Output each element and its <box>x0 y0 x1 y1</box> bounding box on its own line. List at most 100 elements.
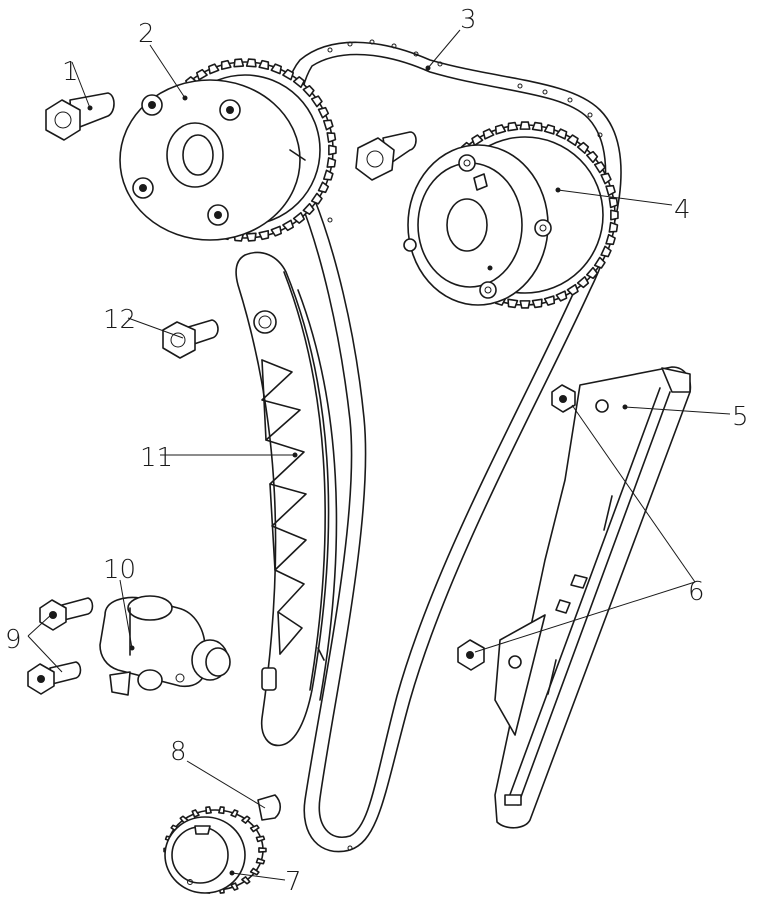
chain-tensioner <box>99 595 231 696</box>
chain-pin <box>597 132 603 138</box>
chain-pin <box>567 97 573 103</box>
sprocket-tooth <box>208 63 220 75</box>
sprocket-tooth <box>292 76 305 89</box>
sprocket-tooth <box>576 276 590 289</box>
callout-8: 8 <box>170 737 187 767</box>
tensioner-rail <box>494 366 692 829</box>
callout-12: 12 <box>103 305 136 335</box>
sprocket-tooth <box>230 882 239 891</box>
sprocket-tooth <box>220 59 232 71</box>
rail-bolts <box>457 384 576 671</box>
sprocket-tooth <box>292 211 305 224</box>
sprocket-tooth <box>555 128 568 140</box>
bolt-12 <box>162 319 219 359</box>
sprocket-tooth <box>241 815 251 824</box>
timing-chain <box>284 39 622 853</box>
crankshaft-sprocket <box>163 806 267 894</box>
sprocket-tooth <box>543 295 556 306</box>
exhaust-camshaft-sprocket <box>403 121 619 309</box>
sprocket-tooth <box>249 867 260 876</box>
sprocket-tooth <box>600 245 612 258</box>
center-bolt <box>355 131 417 181</box>
sprocket-tooth <box>258 59 270 71</box>
sprocket-tooth <box>566 283 579 296</box>
woodruff-key <box>257 794 282 821</box>
chain-pin <box>347 41 353 47</box>
callout-4: 4 <box>674 195 691 225</box>
callout-1: 1 <box>62 57 79 87</box>
sprocket-tooth <box>531 298 543 309</box>
callout-labels: 1 2 3 4 5 6 7 8 9 10 11 12 <box>5 5 749 897</box>
chain-pin <box>437 61 443 67</box>
callout-7: 7 <box>285 867 302 897</box>
sprocket-tooth <box>610 209 619 221</box>
sprocket-tooth <box>195 68 208 81</box>
sprocket-tooth <box>310 192 323 205</box>
chain-pin <box>327 47 333 53</box>
sprocket-tooth <box>218 806 225 815</box>
sprocket-tooth <box>494 124 507 135</box>
sprocket-tooth <box>270 63 282 75</box>
chain-pin <box>347 845 353 851</box>
sprocket-tooth <box>507 298 519 309</box>
sprocket-tooth <box>258 847 267 853</box>
sprocket-tooth <box>482 128 495 140</box>
leader-dots <box>87 65 628 876</box>
sprocket-tooth <box>317 181 330 194</box>
chain-pin <box>517 83 523 89</box>
sprocket-tooth <box>282 68 295 81</box>
callout-5: 5 <box>732 402 749 432</box>
sprocket-tooth <box>519 121 531 130</box>
sprocket-tooth <box>576 141 590 154</box>
sprocket-tooth <box>245 58 257 68</box>
sprocket-tooth <box>282 219 295 232</box>
sprocket-tooth <box>555 290 568 302</box>
sprocket-tooth <box>471 134 484 147</box>
sprocket-tooth <box>507 121 519 132</box>
chain-pin <box>327 217 333 223</box>
chain-pin <box>413 51 419 57</box>
sprocket-tooth <box>566 134 579 147</box>
sprocket-tooth <box>258 229 270 241</box>
chain-pin <box>587 112 593 118</box>
chain-guide <box>235 251 338 747</box>
sprocket-tooth <box>605 184 616 197</box>
sprocket-tooth <box>328 144 337 156</box>
sprocket-tooth <box>326 157 337 168</box>
sprocket-tooth <box>543 124 556 135</box>
chain-pin <box>542 89 548 95</box>
sprocket-tooth <box>191 809 200 818</box>
callout-2: 2 <box>138 19 155 49</box>
sprocket-tooth <box>322 119 334 131</box>
callout-11: 11 <box>140 443 173 473</box>
callout-10: 10 <box>103 555 136 585</box>
sprocket-tooth <box>600 172 612 185</box>
sprocket-tooth <box>326 132 337 143</box>
bolt-1 <box>45 92 115 141</box>
callout-3: 3 <box>460 5 477 35</box>
sprocket-tooth <box>302 202 315 215</box>
sprocket-tooth <box>205 806 212 815</box>
sprocket-tooth <box>322 169 334 181</box>
sprocket-tooth <box>593 161 606 174</box>
sprocket-tooth <box>608 197 619 209</box>
callout-6: 6 <box>688 577 705 607</box>
sprocket-tooth <box>249 824 260 833</box>
sprocket-tooth <box>317 106 330 119</box>
sprocket-tooth <box>245 232 257 242</box>
sprocket-tooth <box>593 256 606 269</box>
sprocket-tooth <box>255 857 266 865</box>
tensioner-bolts <box>27 597 94 695</box>
intake-camshaft-sprocket <box>119 58 337 242</box>
chain-pin <box>369 39 375 45</box>
sprocket-tooth <box>255 835 266 843</box>
sprocket-tooth <box>531 121 543 132</box>
callout-9: 9 <box>5 625 22 655</box>
sprocket-tooth <box>230 809 239 818</box>
sprocket-tooth <box>302 85 315 98</box>
sprocket-tooth <box>270 225 282 237</box>
leader-lines <box>27 29 731 881</box>
sprocket-tooth <box>310 95 323 108</box>
